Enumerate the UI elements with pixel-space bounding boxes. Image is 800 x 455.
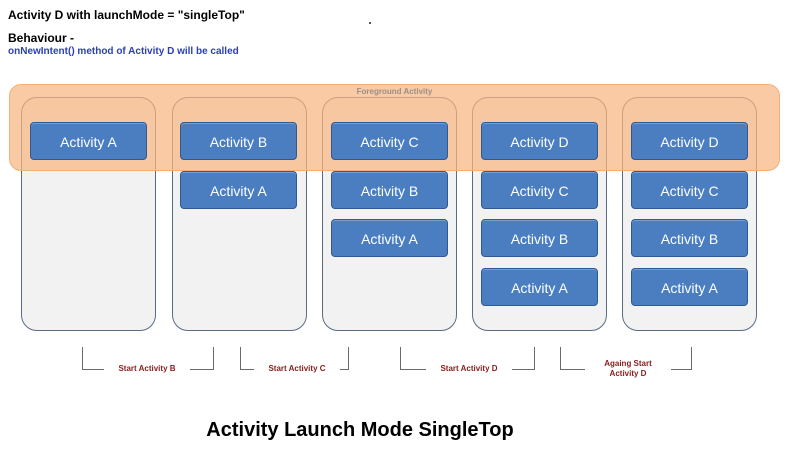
stray-dot bbox=[369, 22, 371, 24]
stack-2-activity-b: Activity B bbox=[180, 122, 297, 160]
transition-label-1: Start Activity B bbox=[104, 364, 190, 374]
stack-3-activity-c: Activity C bbox=[331, 122, 448, 160]
stack-3-activity-a: Activity A bbox=[331, 219, 448, 257]
stack-5-activity-a: Activity A bbox=[631, 268, 748, 306]
transition-label-2: Start Activity C bbox=[254, 364, 340, 374]
behaviour-label: Behaviour - bbox=[8, 31, 75, 45]
stack-1-activity-a: Activity A bbox=[30, 122, 147, 160]
diagram-title: Activity Launch Mode SingleTop bbox=[206, 419, 514, 441]
stack-5-activity-d: Activity D bbox=[631, 122, 748, 160]
stack-4-activity-c: Activity C bbox=[481, 171, 598, 209]
header-title: Activity D with launchMode = "singleTop" bbox=[8, 8, 245, 22]
behaviour-description: onNewIntent() method of Activity D will … bbox=[8, 46, 239, 57]
transition-label-4-line2: Activity D bbox=[609, 369, 647, 378]
stack-2-activity-a: Activity A bbox=[180, 171, 297, 209]
stack-5-activity-c: Activity C bbox=[631, 171, 748, 209]
transition-label-4: Againg Start Activity D bbox=[585, 359, 671, 379]
transition-label-4-line1: Againg Start bbox=[604, 359, 652, 368]
stack-5-activity-b: Activity B bbox=[631, 219, 748, 257]
stack-4-activity-b: Activity B bbox=[481, 219, 598, 257]
stack-4-activity-d: Activity D bbox=[481, 122, 598, 160]
transition-label-3: Start Activity D bbox=[426, 364, 512, 374]
stack-3-activity-b: Activity B bbox=[331, 171, 448, 209]
foreground-activity-label: Foreground Activity bbox=[356, 87, 433, 96]
stack-4-activity-a: Activity A bbox=[481, 268, 598, 306]
